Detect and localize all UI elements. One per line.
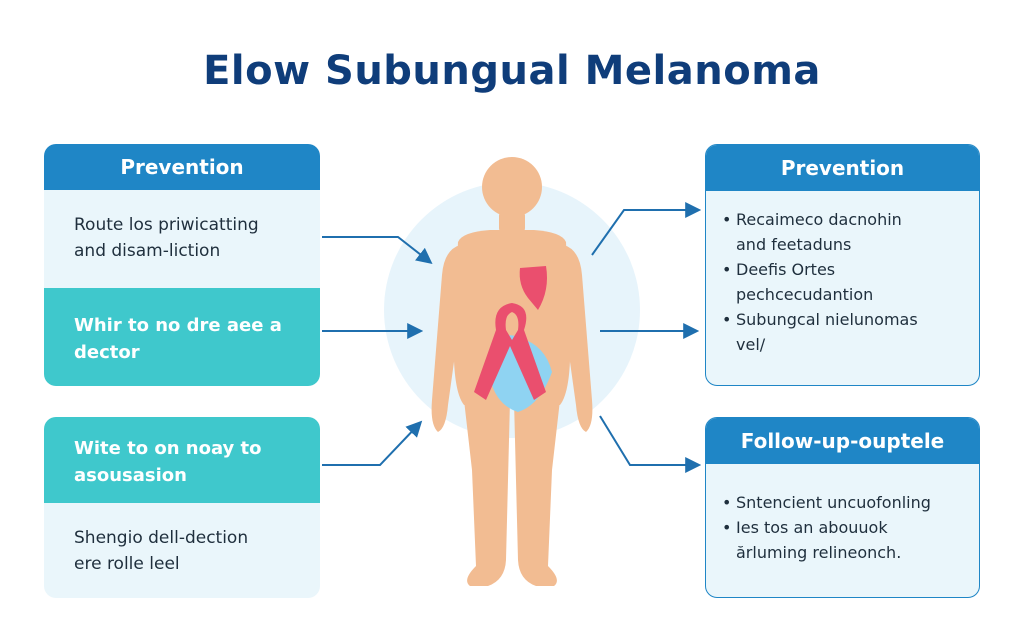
right-bottom-box-header: Follow-up-ouptele — [706, 418, 979, 464]
left-top-box-teal-section: Whir to no dre aee a dector — [44, 288, 320, 386]
figure-left-leg — [464, 400, 510, 586]
heart-organ — [519, 266, 547, 310]
arrow-right-bottom — [599, 415, 702, 473]
figure-right-arm — [560, 245, 593, 432]
left-top-box: Prevention Route los priwicatting and di… — [44, 144, 320, 386]
list-item: Deefis Ortes — [722, 257, 965, 282]
left-bottom-box: Wite to on noay to asousasion Shengio de… — [44, 417, 320, 598]
text-line: Route los priwicatting — [74, 215, 259, 235]
left-top-box-header: Prevention — [44, 144, 320, 190]
left-bottom-box-teal-section: Wite to on noay to asousasion — [44, 417, 320, 503]
arrow-left-top — [322, 236, 433, 264]
arrow-right-top — [591, 202, 702, 256]
page-title: Elow Subungual Melanoma — [203, 48, 821, 94]
left-top-box-text: Route los priwicatting and disam-liction — [44, 190, 320, 288]
figure-neck — [499, 210, 525, 234]
left-bottom-box-text: Shengio dell-dection ere rolle leel — [44, 503, 320, 598]
list-item: Recaimeco dacnohin — [722, 207, 965, 232]
right-bottom-box-list: Sntencient uncuofonling Ies tos an abouu… — [706, 464, 979, 565]
right-bottom-box: Follow-up-ouptele Sntencient uncuofonlin… — [705, 417, 980, 598]
text-line: asousasion — [74, 465, 187, 486]
list-item: Ies tos an abouuok — [722, 515, 965, 540]
list-item: vel/ — [736, 335, 766, 354]
list-item: pechcecudantion — [736, 285, 874, 304]
figure-head — [482, 157, 542, 217]
right-top-box-header: Prevention — [706, 145, 979, 191]
list-item: Subungcal nielunomas — [722, 307, 965, 332]
list-item: ărluming relineonch. — [736, 543, 902, 562]
figure-right-leg — [514, 400, 560, 586]
right-top-box: Prevention Recaimeco dacnohin and feetad… — [705, 144, 980, 386]
right-top-box-list: Recaimeco dacnohin and feetaduns Deefis … — [706, 191, 979, 357]
text-line: Whir to no dre aee a — [74, 315, 282, 336]
text-line: and disam-liction — [74, 241, 221, 261]
text-line: Shengio dell-dection — [74, 528, 249, 548]
list-item: and feetaduns — [736, 235, 852, 254]
text-line: Wite to on noay to — [74, 438, 262, 459]
arrow-left-bottom — [322, 420, 423, 466]
awareness-ribbon-icon — [474, 303, 546, 400]
text-line: ere rolle leel — [74, 554, 180, 574]
list-item: Sntencient uncuofonling — [722, 490, 965, 515]
figure-left-arm — [431, 245, 464, 432]
text-line: dector — [74, 342, 140, 363]
